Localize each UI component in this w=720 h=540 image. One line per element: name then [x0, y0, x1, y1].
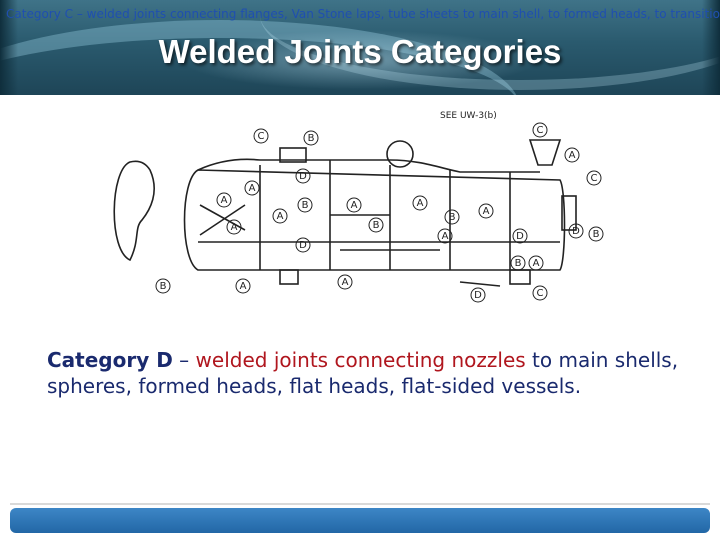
footer-bar: [10, 508, 710, 533]
dash-separator: –: [172, 348, 196, 372]
body-sentence: to main shells, spheres, formed heads, f…: [47, 348, 679, 398]
joint-label-d: D: [516, 231, 524, 242]
detached-head-outline: [113, 160, 155, 262]
joint-label-a: A: [221, 195, 228, 206]
joint-label-d: D: [299, 240, 307, 251]
joint-label-a: A: [417, 198, 424, 209]
joint-label-a: A: [483, 206, 490, 217]
joint-label-d: D: [572, 226, 580, 237]
diagram-reference-label: SEE UW-3(b): [440, 111, 497, 121]
joint-label-b: B: [373, 220, 380, 231]
slide-header: Welded Joints Categories: [0, 0, 720, 95]
joint-label-c: C: [591, 173, 598, 184]
joint-label-a: A: [249, 183, 256, 194]
joint-label-d: D: [474, 290, 482, 301]
joint-label-b: B: [593, 229, 600, 240]
highlighted-phrase: welded joints connecting nozzles: [195, 348, 526, 372]
joint-label-b: B: [515, 258, 522, 269]
joint-label-b: B: [308, 133, 315, 144]
joint-label-a: A: [351, 200, 358, 211]
joint-label-c: C: [537, 125, 544, 136]
joint-label-a: A: [569, 150, 576, 161]
joint-label-b: B: [160, 281, 167, 292]
joint-label-a: A: [442, 231, 449, 242]
slide-body-text: Category D – welded joints connecting no…: [47, 347, 687, 399]
joint-label-a: A: [342, 277, 349, 288]
joint-label-c: C: [258, 131, 265, 142]
joint-label-a: A: [231, 222, 238, 233]
joint-label-c: C: [537, 288, 544, 299]
header-swoosh: [260, 0, 720, 90]
joint-label-a: A: [240, 281, 247, 292]
pressure-vessel-diagram: C B D A A A A B A B A B A A D A C A C D …: [113, 111, 604, 303]
joint-label-d: D: [299, 171, 307, 182]
slide-title: Welded Joints Categories: [158, 33, 562, 70]
header-edge: [702, 0, 720, 95]
category-heading: Category D: [47, 348, 173, 372]
footer-divider: [10, 503, 710, 505]
joint-label-a: A: [277, 211, 284, 222]
joint-label-b: B: [449, 212, 456, 223]
header-glow: [180, 30, 540, 90]
vessel-shell-outline: [183, 169, 566, 271]
joint-label-b: B: [302, 200, 309, 211]
joint-label-markers: C B D A A A A B A B A B A A D A C A C D …: [155, 122, 604, 303]
header-edge: [0, 0, 18, 95]
overlay-caption-text: Category C – welded joints connecting fl…: [6, 7, 720, 21]
joint-label-a: A: [533, 258, 540, 269]
